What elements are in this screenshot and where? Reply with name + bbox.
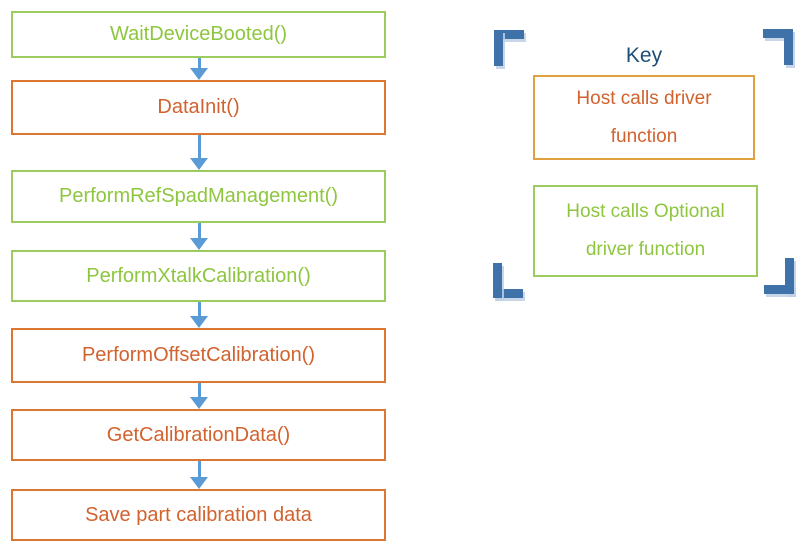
flow-step-label: DataInit(): [157, 96, 240, 118]
corner-bracket-bottom-left-icon: [493, 263, 523, 298]
arrow-head: [190, 477, 208, 489]
arrow-head: [190, 238, 208, 250]
flow-step-label: Save part calibration data: [85, 503, 312, 526]
flow-step-perform-xtalk-calibration: PerformXtalkCalibration(): [11, 250, 386, 302]
flow-step-wait-device-booted: WaitDeviceBooted(): [11, 11, 386, 58]
flow-arrow-down-icon: [189, 58, 209, 80]
flow-step-perform-offset-calibration: PerformOffsetCalibration(): [11, 328, 386, 383]
flow-step-label: PerformRefSpadManagement(): [58, 185, 338, 207]
flow-arrow-down-icon: [189, 383, 209, 409]
arrow-stem: [197, 383, 201, 397]
flow-arrow-down-icon: [189, 135, 209, 170]
arrow-stem: [197, 135, 201, 158]
bracket-arm: [493, 289, 523, 298]
arrow-head: [190, 68, 208, 80]
flow-step-get-calibration-data: GetCalibrationData(): [11, 409, 386, 461]
corner-bracket-top-left-icon: [494, 30, 524, 66]
flow-arrow-down-icon: [189, 223, 209, 250]
arrow-head: [190, 158, 208, 170]
arrow-stem: [197, 302, 201, 316]
flow-step-save-part-calibration-data: Save part calibration data: [11, 489, 386, 541]
corner-bracket-top-right-icon: [763, 29, 793, 65]
key-item-label: Host calls Optional driver function: [566, 201, 725, 260]
flow-step-label: WaitDeviceBooted(): [109, 23, 288, 45]
key-item-label: Host calls driver function: [576, 87, 712, 147]
flow-step-label: PerformOffsetCalibration(): [81, 344, 316, 366]
arrow-stem: [197, 58, 201, 68]
bracket-arm: [494, 30, 503, 66]
key-title: Key: [625, 44, 663, 67]
bracket-arm: [763, 29, 793, 38]
bracket-arm: [785, 258, 794, 294]
flow-step-label: GetCalibrationData(): [106, 423, 291, 446]
arrow-head: [190, 397, 208, 409]
corner-bracket-bottom-right-icon: [764, 258, 794, 294]
bracket-arm: [764, 285, 794, 294]
bracket-arm: [494, 30, 524, 39]
flow-step-data-init: DataInit(): [11, 80, 386, 135]
key-item-host-calls-optional-driver-function: Host calls Optional driver function: [533, 185, 758, 277]
arrow-stem: [197, 461, 201, 477]
flow-arrow-down-icon: [189, 461, 209, 489]
arrow-head: [190, 316, 208, 328]
flow-arrow-down-icon: [189, 302, 209, 328]
arrow-stem: [197, 223, 201, 238]
bracket-arm: [493, 263, 502, 298]
flow-step-label: PerformXtalkCalibration(): [86, 264, 311, 287]
bracket-arm: [784, 29, 793, 65]
key-item-host-calls-driver-function: Host calls driver function: [533, 75, 755, 160]
flow-step-perform-ref-spad-management: PerformRefSpadManagement(): [11, 170, 386, 223]
